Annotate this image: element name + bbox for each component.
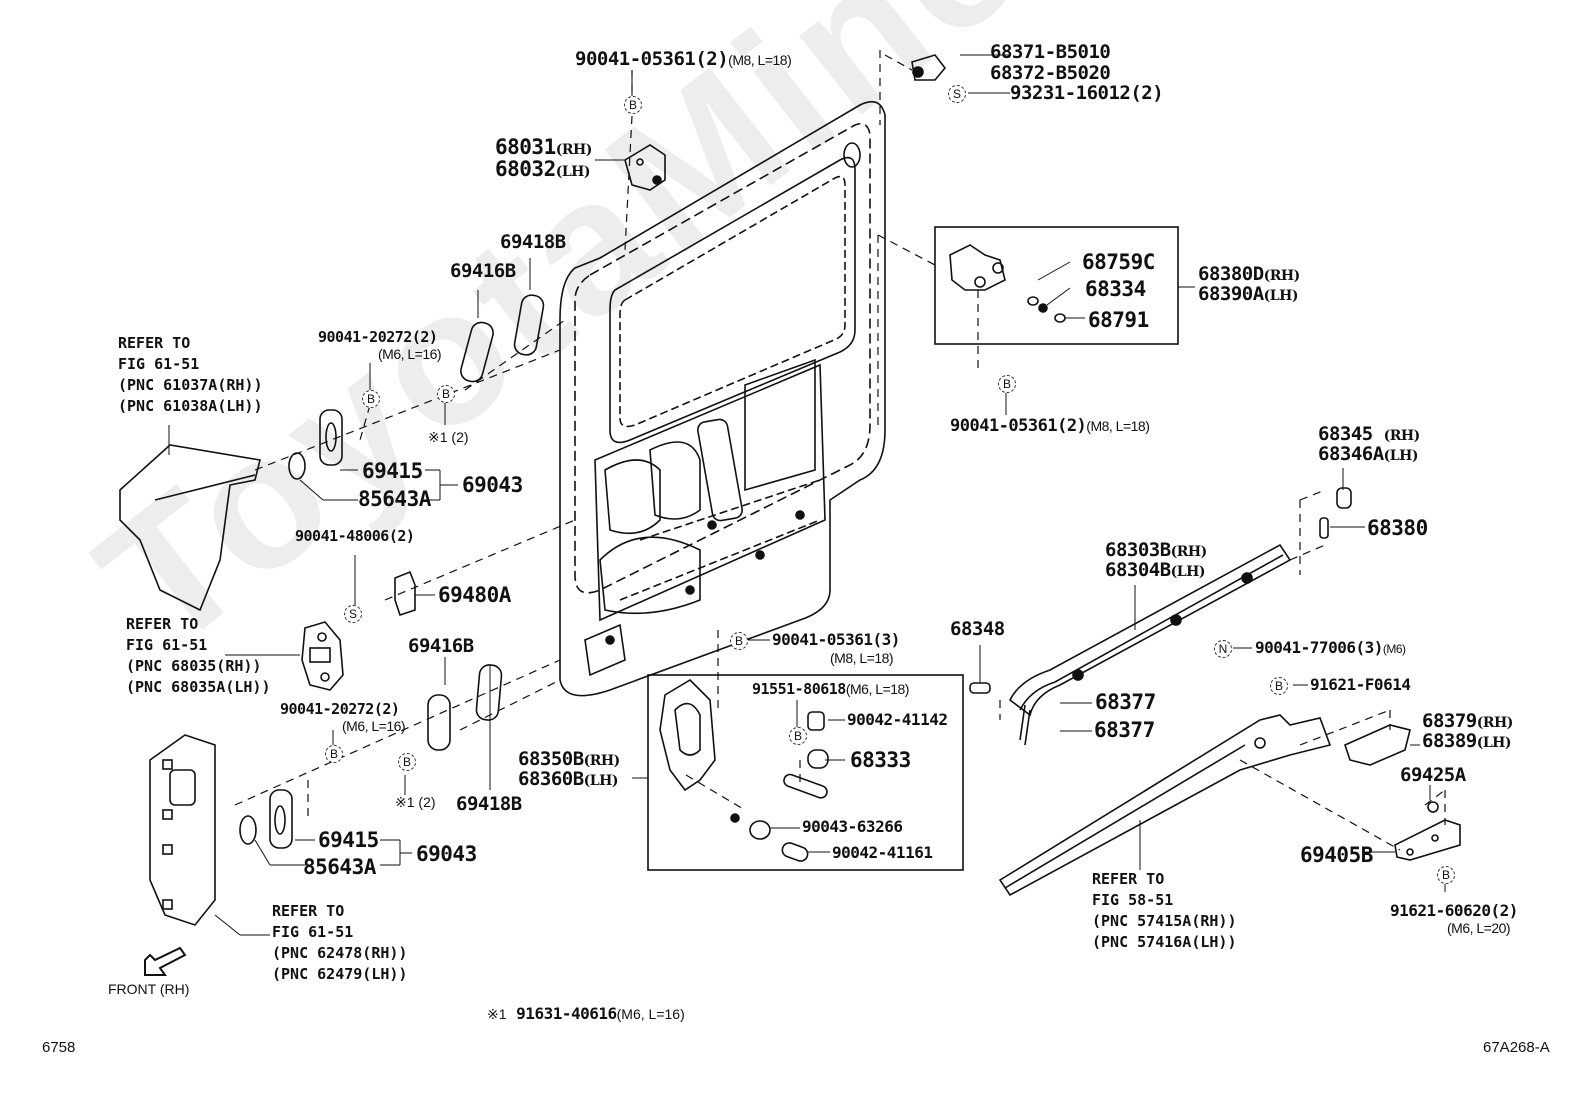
label-69418B-top: 69418B xyxy=(500,231,566,253)
label-85643A-bot: 85643A xyxy=(303,855,376,879)
bolt-symbol-b: B xyxy=(998,375,1016,393)
label-93231: 93231-16012(2) xyxy=(1010,82,1164,104)
label-69043-bot: 69043 xyxy=(416,842,477,866)
label-69405B: 69405B xyxy=(1300,843,1373,867)
center-rail-extension xyxy=(998,714,1332,897)
cover-69416B-top xyxy=(460,321,494,383)
label-68379: 68379(RH) 68389(LH) xyxy=(1422,710,1513,752)
label-69480A: 69480A xyxy=(438,583,511,607)
striker-68035 xyxy=(301,621,344,691)
roller-assembly-box xyxy=(934,226,1179,345)
label-68334: 68334 xyxy=(1085,277,1146,301)
label-68377-a: 68377 xyxy=(1095,690,1156,714)
note-ref-1-top: ※1 (2) xyxy=(428,429,469,445)
bracket-69415-bot xyxy=(239,789,293,849)
label-91621-F0614: 91621-F0614 xyxy=(1310,675,1411,694)
front-rh-label: FRONT (RH) xyxy=(108,981,190,997)
label-85643A-top: 85643A xyxy=(358,487,431,511)
label-90041-20272-bot: 90041-20272(2)(M6, L=16) xyxy=(280,700,406,734)
label-91621-60620: 91621-60620(2)(M6, L=20) xyxy=(1390,901,1518,936)
label-68348: 68348 xyxy=(950,618,1005,640)
upper-rail-68303B xyxy=(969,543,1292,746)
label-69415-bot: 69415 xyxy=(318,828,379,852)
roller-68380D xyxy=(949,244,1066,323)
label-68303B: 68303B(RH) 68304B(LH) xyxy=(1105,539,1207,581)
figure-code: 67A268-A xyxy=(1483,1039,1550,1056)
lower-roller-box xyxy=(647,674,964,871)
bolt-69425A xyxy=(1427,801,1439,813)
cover-69416B-bot xyxy=(427,694,451,751)
label-68333: 68333 xyxy=(850,748,911,772)
bolt-symbol-b: B xyxy=(437,385,455,403)
label-68350B: 68350B(RH) 68360B(LH) xyxy=(518,748,620,790)
label-90043-63266: 90043-63266 xyxy=(802,817,903,836)
label-68031: 68031(RH) 68032(LH) xyxy=(495,135,592,181)
page-number: 6758 xyxy=(42,1039,76,1056)
bolt-symbol-b: B xyxy=(1270,677,1288,695)
label-69416B-bot: 69416B xyxy=(408,635,474,657)
bolt-symbol-b: B xyxy=(1437,866,1455,884)
label-90041-48006: 90041-48006(2) xyxy=(295,527,415,545)
bolt-symbol-b: B xyxy=(624,96,642,114)
bolt-symbol-b: B xyxy=(398,753,416,771)
note-ref-1-bot: ※1 (2) xyxy=(395,794,436,810)
label-68377-b: 68377 xyxy=(1094,718,1155,742)
hinge-68031 xyxy=(624,144,666,191)
sliding-door-panel xyxy=(559,100,886,697)
stopper-69480A xyxy=(394,570,416,617)
front-arrow-icon xyxy=(144,946,187,976)
label-90041-20272-top: 90041-20272(2)(M6, L=16) xyxy=(318,328,442,362)
label-90042-41161: 90042-41161 xyxy=(832,843,933,862)
cover-69418B-top xyxy=(513,294,545,356)
screw-symbol-s: S xyxy=(344,605,362,623)
body-pillar-bottom xyxy=(149,734,216,926)
bolt-symbol-b: B xyxy=(362,390,380,408)
bolt-symbol-b: B xyxy=(730,632,748,650)
screw-symbol-s: S xyxy=(948,85,966,103)
label-90041-05361-top: 90041-05361(2)(M8, L=18) xyxy=(575,48,792,70)
label-68380D: 68380D(RH) 68390A(LH) xyxy=(1198,263,1300,305)
label-90041-05361-low: 90041-05361(3)(M8, L=18) xyxy=(772,630,900,666)
roller-68345 xyxy=(1319,487,1352,539)
label-90041-05361-mid: 90041-05361(2)(M8, L=18) xyxy=(950,416,1150,436)
label-91551: 91551-80618(M6, L=18) xyxy=(752,680,909,698)
bolt-symbol-b: B xyxy=(789,727,807,745)
body-pillar-top xyxy=(119,444,261,612)
bracket-69415-top xyxy=(288,409,343,480)
label-69415-top: 69415 xyxy=(362,459,423,483)
label-68759C: 68759C xyxy=(1082,250,1155,274)
label-68345: 68345 (RH) 68346A(LH) xyxy=(1318,423,1420,465)
label-69418B-bot: 69418B xyxy=(456,793,522,815)
bracket-68379 xyxy=(1344,724,1411,766)
footnote: ※1 91631-40616(M6, L=16) xyxy=(487,1004,685,1023)
label-69416B-top: 69416B xyxy=(450,260,516,282)
bolt-symbol-b: B xyxy=(325,745,343,763)
label-69425A: 69425A xyxy=(1400,764,1466,786)
label-90041-77006: 90041-77006(3)(M6) xyxy=(1255,638,1406,657)
label-68791: 68791 xyxy=(1088,308,1149,332)
lower-roller-bracket xyxy=(659,678,829,862)
cover-69418B-bot xyxy=(475,664,503,721)
roller-68371 xyxy=(911,54,947,81)
label-90042-41142: 90042-41142 xyxy=(847,710,948,729)
label-69043-top: 69043 xyxy=(462,473,523,497)
bracket-69405B xyxy=(1394,819,1461,861)
nut-symbol-n: N xyxy=(1214,640,1232,658)
label-68380: 68380 xyxy=(1367,516,1428,540)
